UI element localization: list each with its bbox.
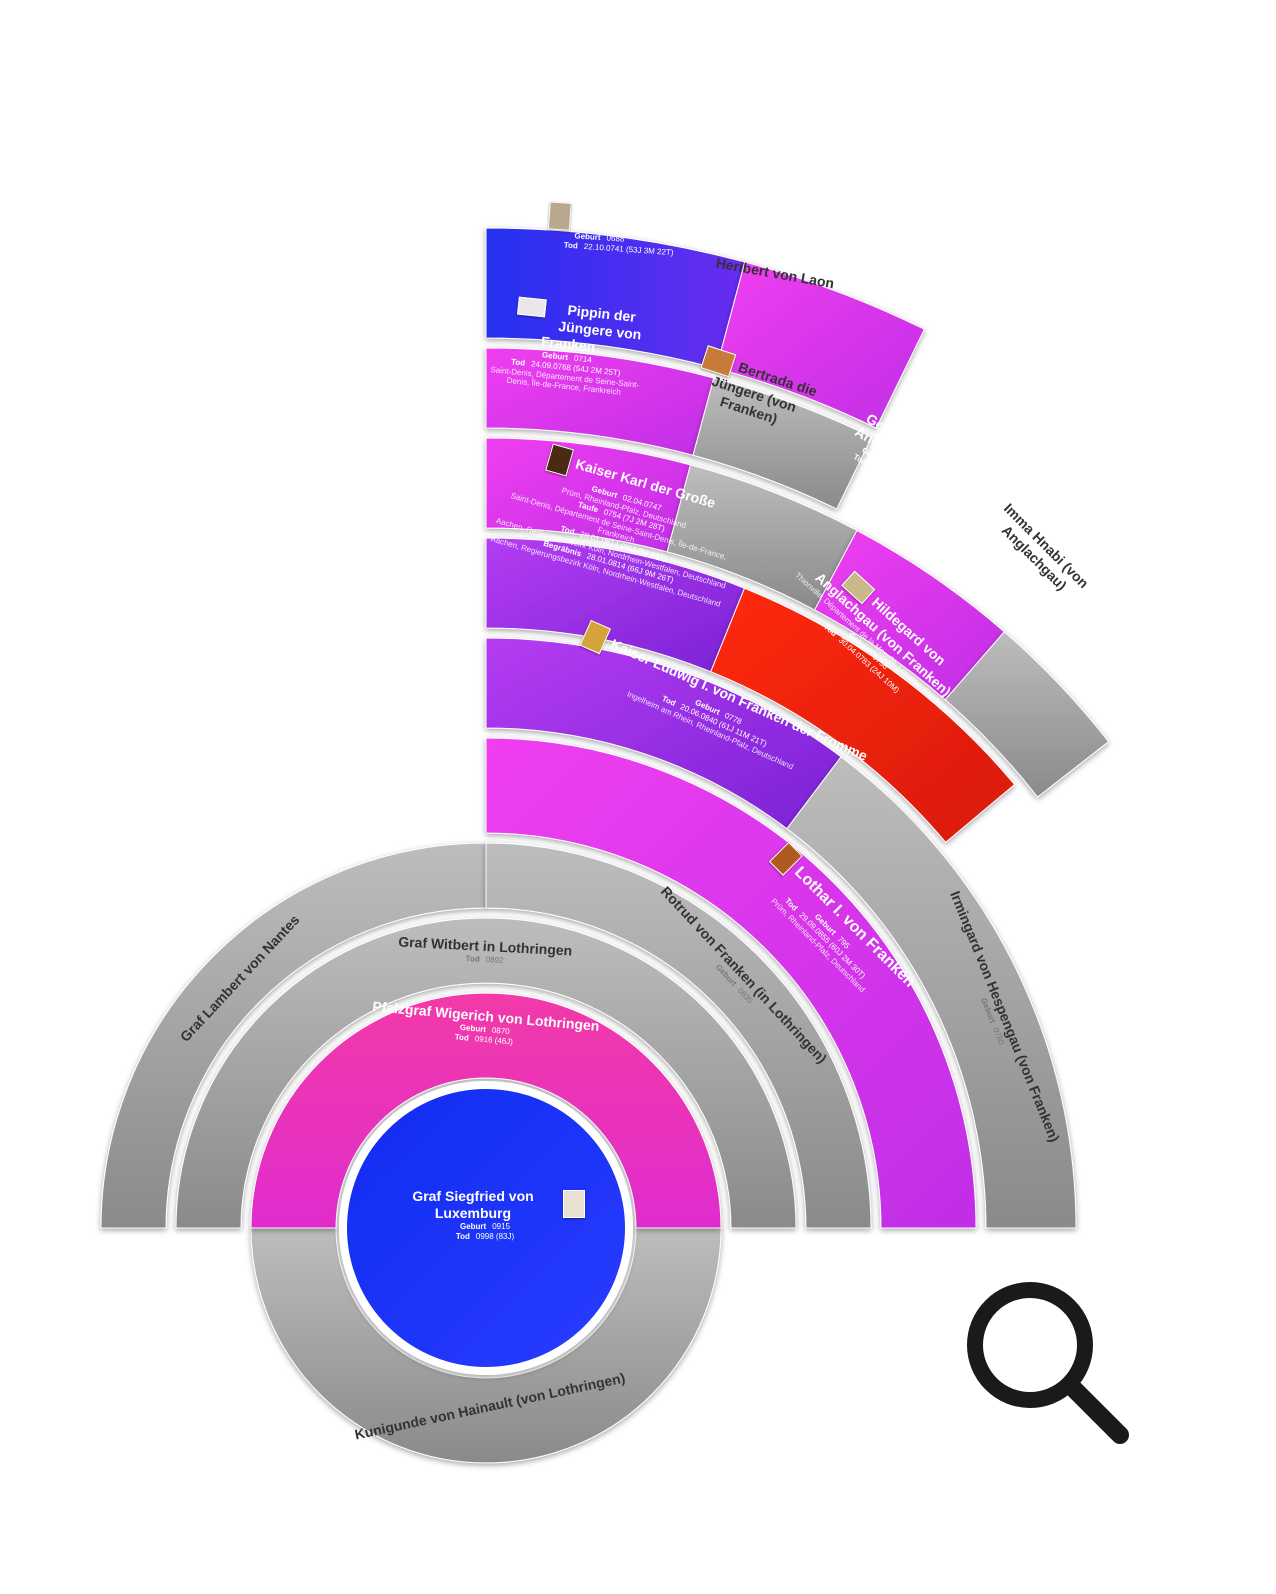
- portrait-thumbnail[interactable]: [517, 296, 547, 318]
- event-label: Tod: [455, 1232, 470, 1241]
- segment-lothar[interactable]: [485, 737, 977, 1229]
- segment-kunigunde[interactable]: [250, 1227, 722, 1464]
- portrait-thumbnail[interactable]: [544, 443, 574, 477]
- event-label: Tod: [549, 143, 564, 153]
- event-value: 0916 (46J): [474, 1034, 514, 1047]
- segment-root[interactable]: [339, 1081, 633, 1375]
- event-value: 0635: [611, 135, 631, 145]
- segment-wigerich[interactable]: [250, 992, 722, 1229]
- event-value: 0714: [573, 353, 593, 365]
- event-value: 0998 (83J): [475, 1232, 515, 1241]
- event-label: Tod: [510, 357, 526, 368]
- segment-rotrud[interactable]: [485, 842, 872, 1229]
- event-label: Tod: [454, 1032, 470, 1043]
- person-name-text: Karl Martell: [576, 208, 654, 230]
- portrait-thumbnail[interactable]: [547, 201, 572, 231]
- segment-heribert[interactable]: [692, 377, 873, 510]
- event-value: 0688: [606, 233, 625, 244]
- event-label: Geburt: [579, 134, 607, 145]
- event-label: Tod: [563, 240, 579, 251]
- event-label: Tod: [465, 954, 480, 964]
- event-value: 0892: [485, 955, 504, 965]
- segment-irmingard[interactable]: [786, 756, 1077, 1229]
- segment-bertrada-a[interactable]: [715, 261, 926, 429]
- segment-witbert[interactable]: [175, 917, 797, 1229]
- portrait-thumbnail[interactable]: [563, 1190, 585, 1218]
- event-value: 0870: [491, 1025, 511, 1037]
- event-value: 16.12.0714 (79J 5M 16T): [569, 143, 660, 156]
- magnifier-icon[interactable]: [960, 1275, 1140, 1455]
- person-name: Graf Siegfried von Luxemburg: [412, 1188, 534, 1221]
- segment-hildegard[interactable]: [710, 587, 1016, 844]
- event-label: Tod: [777, 175, 794, 188]
- event-label: Geburt: [574, 231, 601, 243]
- person-name-text: Pippin der Jüngere von Franken: [540, 301, 643, 355]
- segment-imma[interactable]: [944, 631, 1110, 798]
- event-value: 0915: [492, 1222, 511, 1231]
- event-label: Geburt: [459, 1222, 487, 1231]
